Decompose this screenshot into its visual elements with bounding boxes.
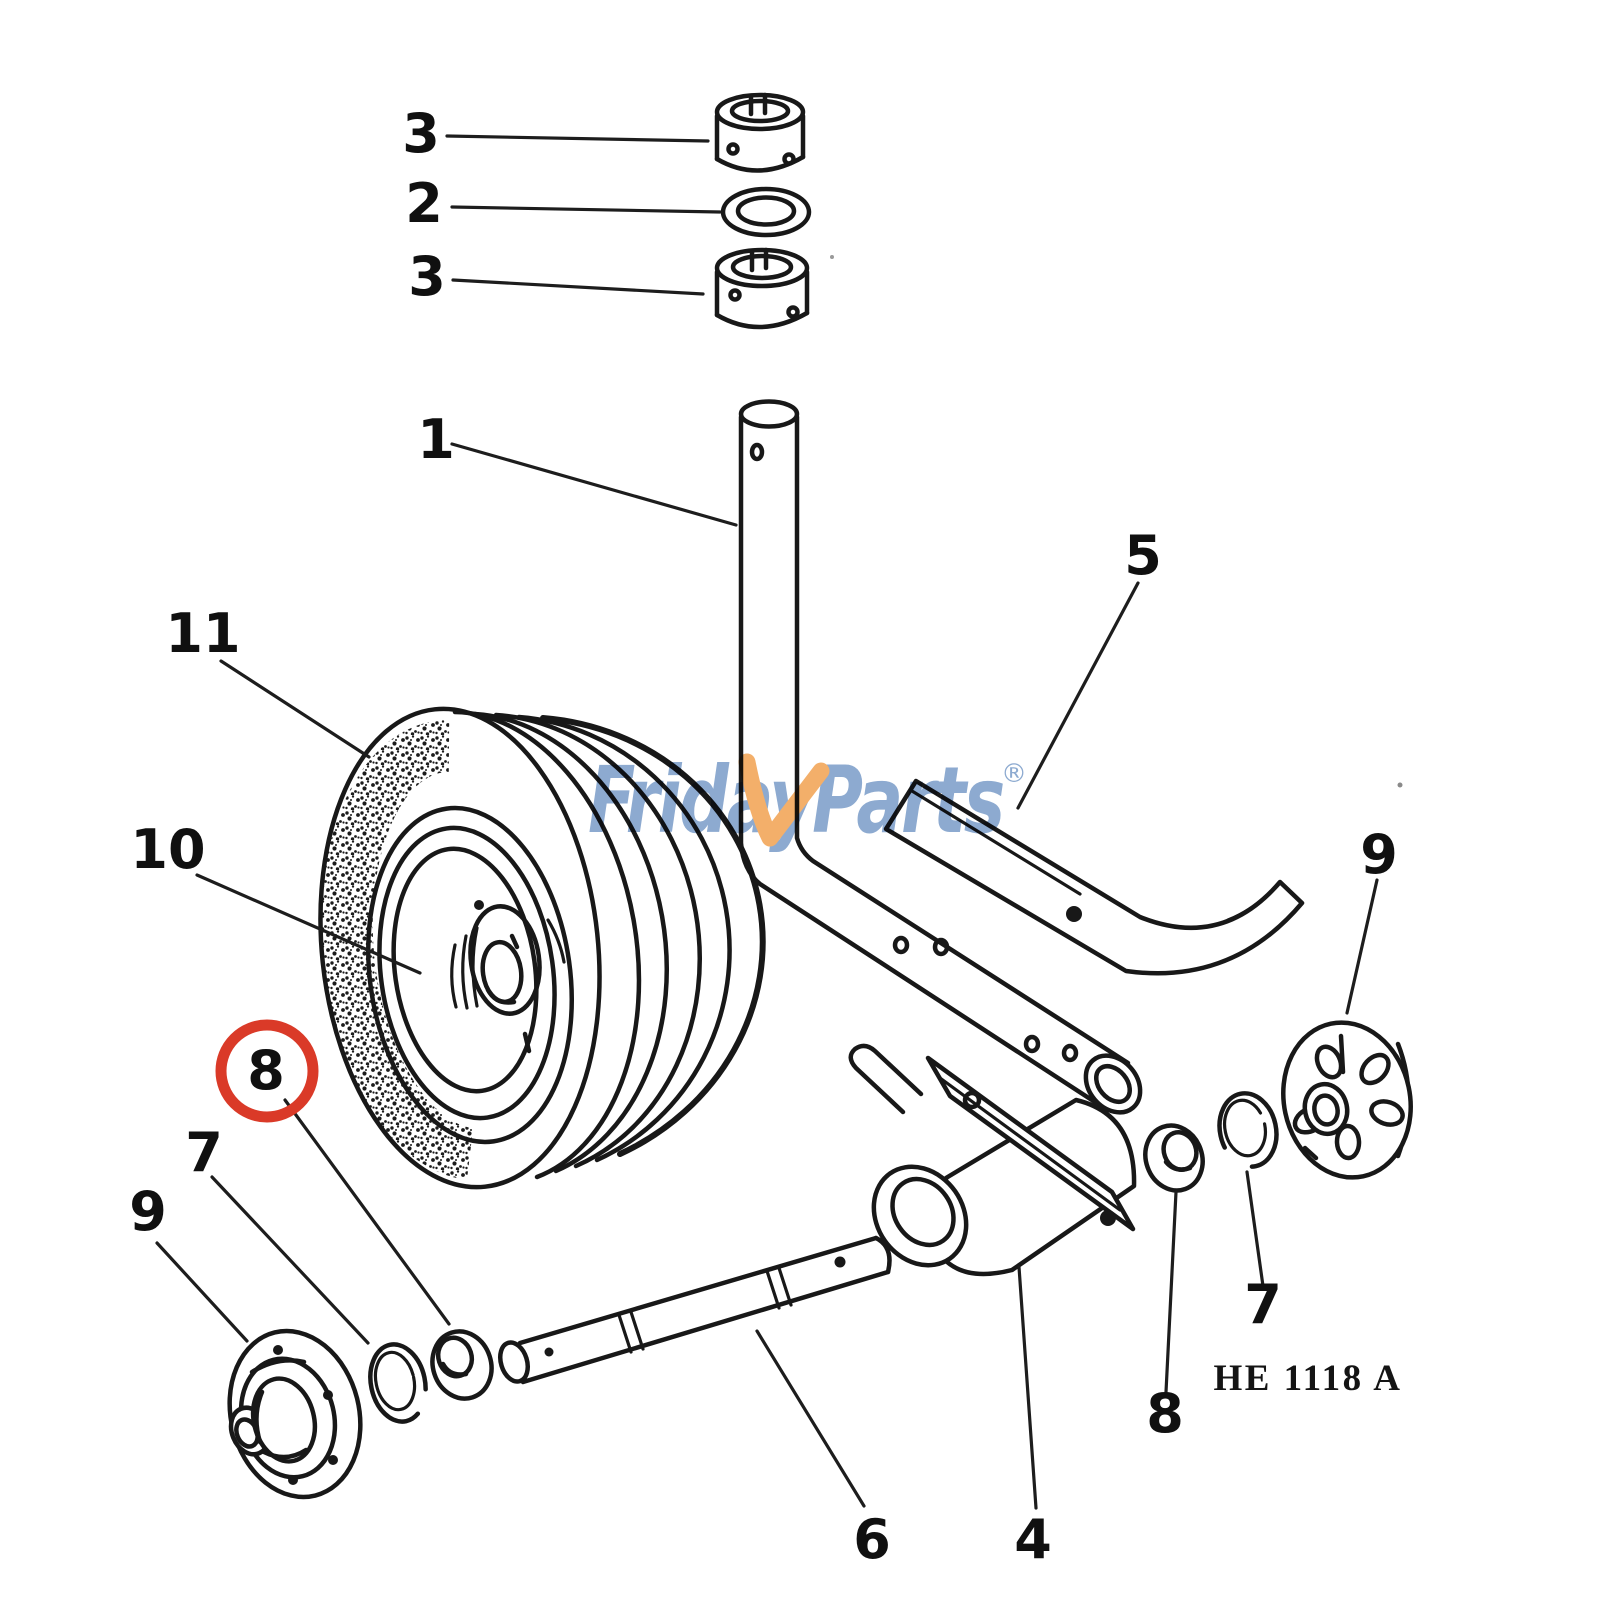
part-tire bbox=[318, 706, 766, 1190]
callout-collar-bottom: 3 bbox=[408, 245, 446, 308]
callout-bearing-right: 8 bbox=[1146, 1382, 1184, 1445]
callout-hub-left: 9 bbox=[129, 1180, 167, 1243]
part-axle-shaft bbox=[498, 1235, 892, 1385]
fridayparts-watermark: FridayParts ® bbox=[588, 747, 1027, 854]
callout-washer: 2 bbox=[405, 172, 443, 235]
callout-collar-top: 3 bbox=[402, 102, 440, 165]
part-hub-left bbox=[227, 1328, 363, 1500]
part-collar-bottom bbox=[714, 247, 810, 330]
part-washer bbox=[720, 186, 812, 238]
callout-snap-ring-right: 7 bbox=[1244, 1273, 1282, 1336]
registered-trademark-symbol: ® bbox=[1001, 759, 1027, 789]
part-wheel-disc bbox=[366, 805, 574, 1145]
check-swoosh-icon bbox=[738, 753, 830, 847]
callout-hub-right: 9 bbox=[1360, 823, 1398, 886]
callout-leader-lines bbox=[155, 134, 1379, 1510]
highlight-circle bbox=[215, 1019, 319, 1123]
callout-snap-ring-left: 7 bbox=[185, 1121, 223, 1184]
callout-tire: 11 bbox=[165, 602, 240, 665]
part-snap-ring-left bbox=[368, 1342, 428, 1424]
scan-speck bbox=[1397, 782, 1403, 788]
callout-labels: 3 2 3 1 5 11 10 8 7 9 6 4 8 7 9 bbox=[129, 102, 1398, 1571]
part-support-arm bbox=[883, 778, 1305, 976]
part-snap-ring-right bbox=[1217, 1091, 1279, 1169]
callout-wheel-disc: 10 bbox=[130, 818, 205, 881]
callout-bearing-left: 8 bbox=[247, 1039, 285, 1102]
part-collar-top bbox=[714, 92, 806, 173]
callout-support-arm: 5 bbox=[1124, 524, 1162, 587]
callout-axle-shaft: 6 bbox=[853, 1508, 891, 1571]
part-bearing-left bbox=[430, 1329, 494, 1401]
drawing-code: HE 1118 A bbox=[1213, 1358, 1402, 1399]
part-axle-bracket bbox=[848, 1043, 1137, 1277]
part-post bbox=[738, 399, 1143, 1115]
callout-post: 1 bbox=[417, 408, 455, 471]
part-hub-right bbox=[1281, 1020, 1413, 1180]
scan-speck bbox=[830, 255, 834, 259]
callout-axle-bracket: 4 bbox=[1014, 1508, 1052, 1571]
part-bearing-right bbox=[1143, 1123, 1205, 1193]
